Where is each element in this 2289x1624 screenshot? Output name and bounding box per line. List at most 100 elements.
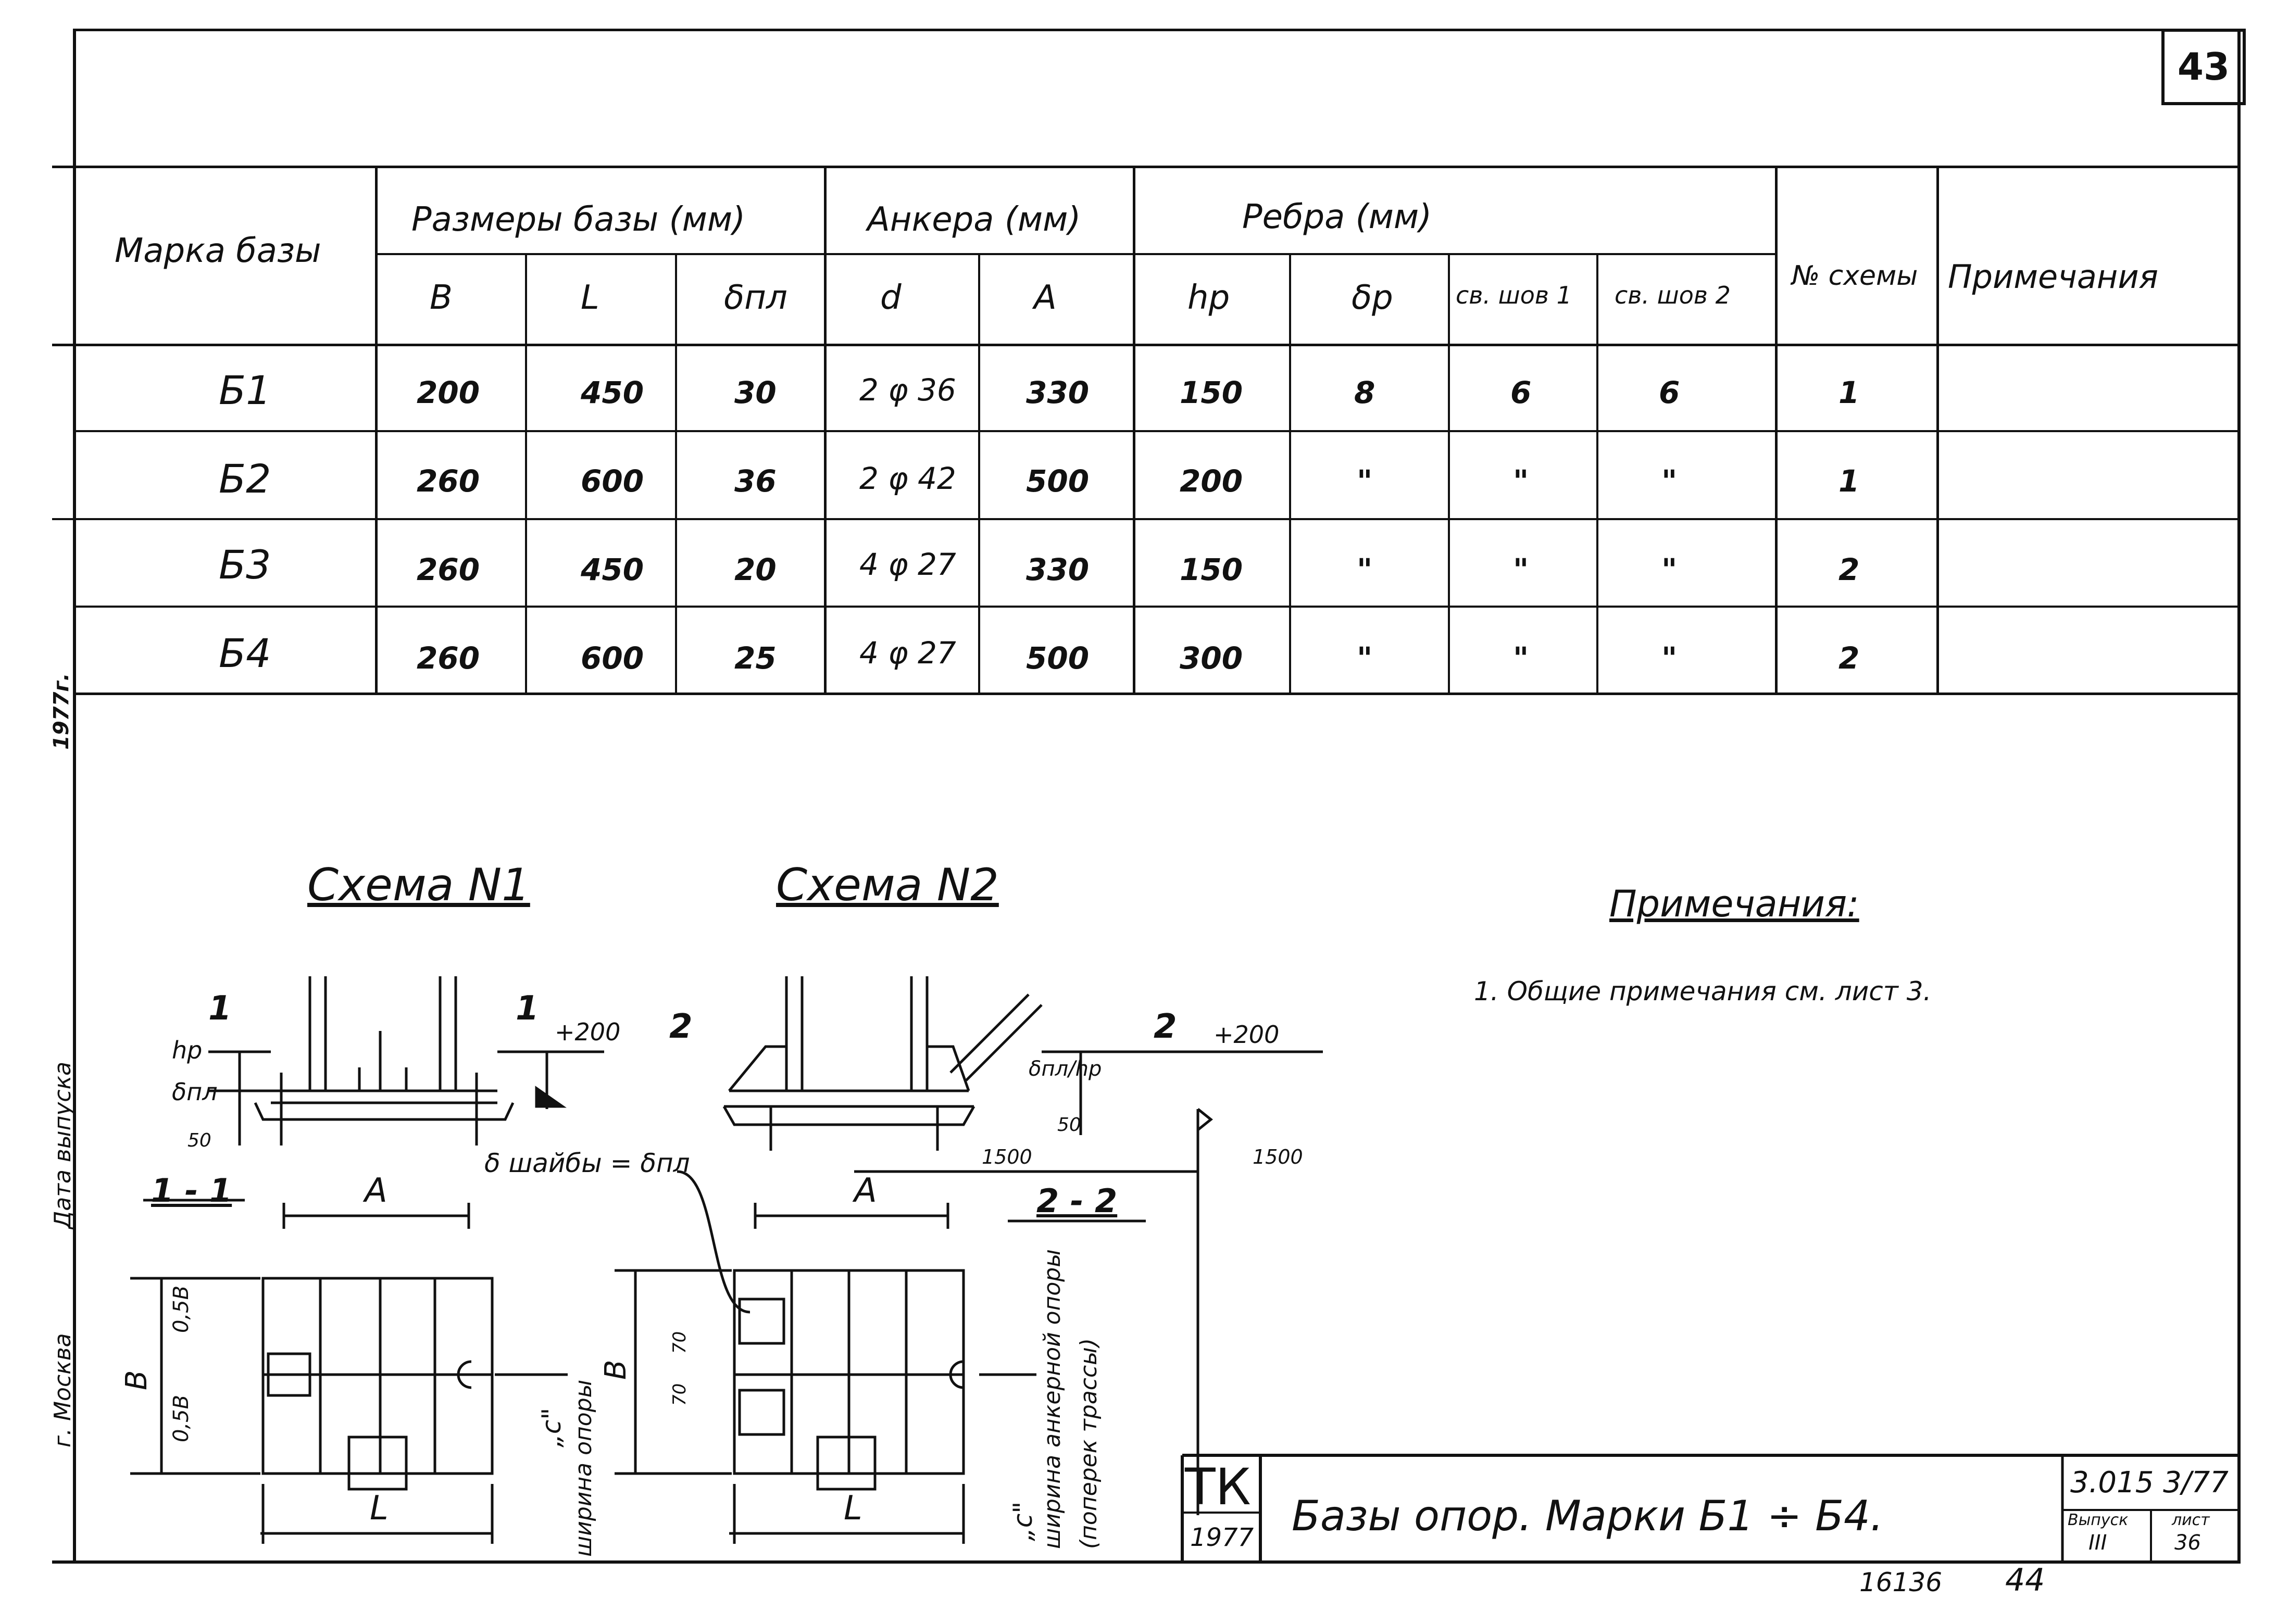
sheet-corner-box: 43 bbox=[2161, 29, 2246, 105]
cell-hp: 150 bbox=[1180, 375, 1243, 410]
cell-L: 600 bbox=[581, 463, 644, 499]
cell-dp: 8 bbox=[1354, 375, 1375, 410]
cell-dpl: 25 bbox=[734, 640, 777, 676]
section-mark-1-left: 1 bbox=[208, 989, 232, 1028]
table-row-line-2 bbox=[52, 518, 2241, 520]
cell-s1: 6 bbox=[1510, 375, 1532, 410]
issue-value: III bbox=[2088, 1531, 2107, 1555]
c-label-left: „c" bbox=[536, 1407, 567, 1447]
cell-B: 260 bbox=[417, 552, 480, 587]
col-line-s2 bbox=[1596, 253, 1598, 694]
section-mark-2-left: 2 bbox=[669, 1008, 693, 1046]
dim-70-bottom: 70 bbox=[669, 1383, 690, 1406]
title-block-year: 1977 bbox=[1190, 1523, 1254, 1552]
dim-50-right: 50 bbox=[1057, 1114, 1081, 1136]
dim-B-right: В bbox=[599, 1359, 633, 1380]
dim-half-B-bottom: 0,5В bbox=[169, 1394, 193, 1442]
cell-s2: " bbox=[1661, 463, 1678, 499]
col-line-notes bbox=[1936, 166, 1939, 694]
cell-hp: 300 bbox=[1180, 640, 1243, 676]
header-base-group: Размеры базы (мм) bbox=[411, 200, 746, 239]
cell-s2: " bbox=[1661, 552, 1678, 587]
dim-1500-a: 1500 bbox=[982, 1145, 1032, 1168]
cell-B: 260 bbox=[417, 463, 480, 499]
cell-scheme: 2 bbox=[1838, 640, 1860, 676]
col-line-L bbox=[525, 253, 527, 694]
frame-bottom bbox=[52, 1560, 2241, 1564]
dim-A-left: A bbox=[365, 1172, 387, 1210]
col-line-s1 bbox=[1448, 253, 1450, 694]
cell-L: 450 bbox=[581, 552, 644, 587]
header-col-dp: δр bbox=[1352, 279, 1393, 317]
header-anchor-group: Анкера (мм) bbox=[867, 200, 1081, 239]
section-2-2-title: 2 - 2 bbox=[1036, 1182, 1118, 1220]
dim-70-top: 70 bbox=[669, 1331, 690, 1354]
title-block-org: ТК bbox=[1185, 1458, 1251, 1516]
col-line-mark bbox=[375, 166, 378, 694]
header-col-d: d bbox=[880, 279, 902, 317]
header-col-s2: св. шов 2 bbox=[1615, 281, 1731, 309]
cell-A: 330 bbox=[1026, 375, 1090, 410]
cell-s1: " bbox=[1513, 463, 1529, 499]
dim-L-left: L bbox=[370, 1489, 389, 1528]
notes-heading: Примечания: bbox=[1609, 883, 1859, 925]
dim-B-left: В bbox=[120, 1370, 154, 1390]
cell-s2: " bbox=[1661, 640, 1678, 676]
table-top-line bbox=[52, 166, 2241, 168]
cell-scheme: 1 bbox=[1838, 375, 1860, 410]
sheet-corner-number: 43 bbox=[2177, 45, 2230, 89]
cell-s1: " bbox=[1513, 640, 1529, 676]
cell-dp: " bbox=[1357, 463, 1373, 499]
cell-A: 500 bbox=[1026, 640, 1090, 676]
dim-A-right: A bbox=[854, 1172, 877, 1210]
cell-scheme: 2 bbox=[1838, 552, 1860, 587]
washer-note: δ шайбы = δпл bbox=[484, 1148, 690, 1178]
cell-B: 200 bbox=[417, 375, 480, 410]
table-row-mark: Б4 bbox=[219, 630, 271, 676]
frame-top bbox=[73, 29, 2241, 31]
cell-dpl: 36 bbox=[734, 463, 777, 499]
issue-label: Выпуск bbox=[2068, 1511, 2129, 1529]
table-header-split bbox=[375, 253, 1776, 255]
anchor-width-text: ширина анкерной опоры bbox=[1039, 1249, 1066, 1549]
cell-s2: 6 bbox=[1659, 375, 1680, 410]
header-notes: Примечания bbox=[1948, 258, 2158, 296]
header-col-hp: hр bbox=[1187, 279, 1230, 317]
dim-50-left: 50 bbox=[187, 1130, 211, 1151]
cell-dpl: 30 bbox=[734, 375, 777, 410]
support-width-text: ширина опоры bbox=[570, 1379, 597, 1557]
page-number: 44 bbox=[2005, 1562, 2045, 1598]
dim-1500-b: 1500 bbox=[1253, 1145, 1303, 1168]
col-line-dpl bbox=[675, 253, 677, 694]
cell-hp: 200 bbox=[1180, 463, 1243, 499]
cell-dp: " bbox=[1357, 552, 1373, 587]
cell-d: 4 φ 27 bbox=[859, 635, 956, 671]
col-line-A bbox=[978, 253, 980, 694]
cell-d: 2 φ 36 bbox=[859, 372, 956, 408]
cell-scheme: 1 bbox=[1838, 463, 1860, 499]
header-col-A: A bbox=[1034, 279, 1057, 317]
archive-number: 16136 bbox=[1859, 1567, 1943, 1597]
sheet-label: лист bbox=[2172, 1511, 2210, 1529]
header-rib-group: Ребра (мм) bbox=[1242, 198, 1432, 236]
col-line-anchor bbox=[824, 166, 827, 694]
label-dpl-hp-right: δпл/hр bbox=[1029, 1057, 1102, 1081]
cell-A: 330 bbox=[1026, 552, 1090, 587]
across-route-text: (поперек трассы) bbox=[1075, 1338, 1102, 1549]
cell-dp: " bbox=[1357, 640, 1373, 676]
dim-L-right: L bbox=[844, 1489, 862, 1528]
sheet-value: 36 bbox=[2174, 1531, 2201, 1555]
label-dpl-left: δпл bbox=[172, 1078, 218, 1106]
col-line-scheme bbox=[1775, 166, 1778, 694]
cell-B: 260 bbox=[417, 640, 480, 676]
cell-dpl: 20 bbox=[734, 552, 777, 587]
elevation-200-right: +200 bbox=[1214, 1021, 1280, 1049]
cell-d: 2 φ 42 bbox=[859, 461, 956, 496]
col-line-rib bbox=[1133, 166, 1135, 694]
frame-right bbox=[2237, 29, 2241, 1562]
section-mark-2-right: 2 bbox=[1154, 1008, 1177, 1046]
table-row-mark: Б1 bbox=[219, 367, 271, 413]
table-bottom-line bbox=[73, 693, 2241, 695]
cell-L: 450 bbox=[581, 375, 644, 410]
